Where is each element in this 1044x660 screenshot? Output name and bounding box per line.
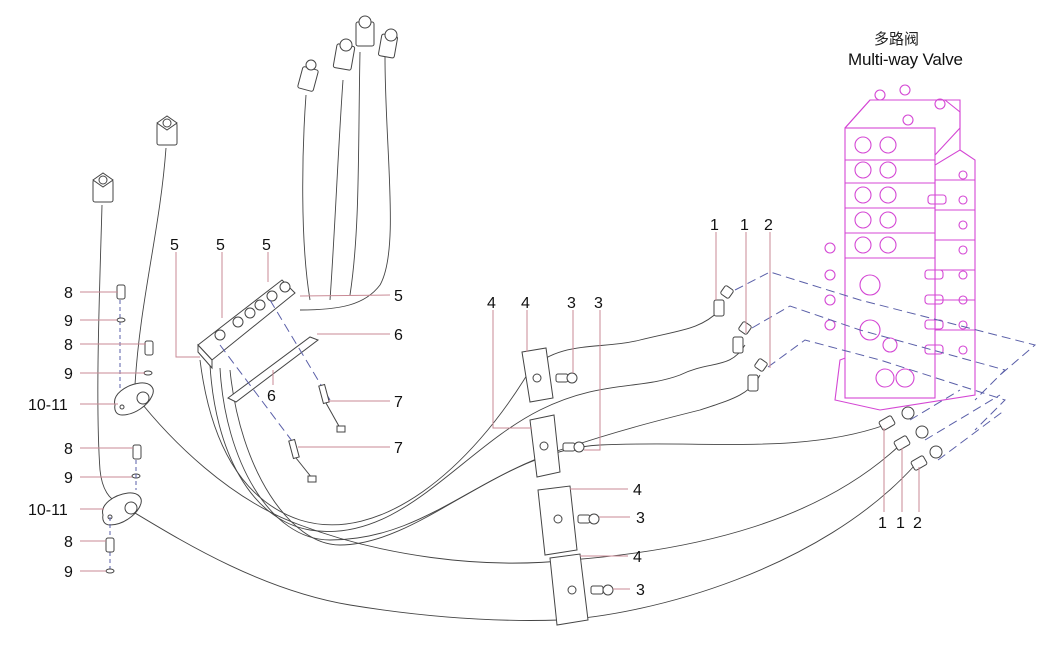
title-chinese: 多路阀 bbox=[874, 30, 920, 48]
callout-3: 3 bbox=[594, 295, 603, 312]
fitting-hex-icon bbox=[297, 59, 319, 92]
hose-clamp-block bbox=[197, 279, 296, 370]
elbow-fitting-1b bbox=[732, 321, 752, 354]
bracket-4-c bbox=[537, 485, 600, 556]
leader-lines bbox=[80, 232, 920, 590]
callout-2: 2 bbox=[913, 515, 922, 532]
callout-labels: 5 5 5 5 6 6 7 7 8 9 8 9 10-11 8 9 10-11 … bbox=[28, 217, 922, 599]
callout-4: 4 bbox=[633, 549, 642, 566]
straight-fitting-1b bbox=[893, 425, 929, 451]
callout-2: 2 bbox=[764, 217, 773, 234]
callout-7: 7 bbox=[394, 440, 403, 457]
callout-5: 5 bbox=[262, 237, 271, 254]
callout-10-11: 10-11 bbox=[28, 397, 68, 414]
callout-4: 4 bbox=[521, 295, 530, 312]
callout-7: 7 bbox=[394, 394, 403, 411]
callout-8: 8 bbox=[64, 337, 73, 354]
elbow-fitting-2 bbox=[747, 358, 768, 392]
fitting-hex-icon bbox=[355, 15, 375, 47]
callout-8: 8 bbox=[64, 534, 73, 551]
callout-1: 1 bbox=[710, 217, 719, 234]
bracket-4-d bbox=[549, 553, 614, 626]
valve-section-lines bbox=[845, 159, 975, 331]
fitting-hex-icon bbox=[332, 38, 356, 71]
callout-1: 1 bbox=[740, 217, 749, 234]
bracket-4-a bbox=[521, 347, 578, 403]
straight-fitting-2 bbox=[910, 445, 943, 471]
callout-3: 3 bbox=[567, 295, 576, 312]
fitting-hex-icon bbox=[92, 172, 114, 203]
callout-9: 9 bbox=[64, 470, 73, 487]
elbow-fitting-1a bbox=[713, 285, 734, 317]
callout-3: 3 bbox=[636, 510, 645, 527]
callout-10-11: 10-11 bbox=[28, 502, 68, 519]
callout-4: 4 bbox=[487, 295, 496, 312]
callout-8: 8 bbox=[64, 441, 73, 458]
clamp-10-11-lower bbox=[102, 444, 142, 574]
valve-ports-column-left bbox=[854, 136, 915, 388]
callout-1: 1 bbox=[896, 515, 905, 532]
bracket-4-b bbox=[529, 414, 585, 478]
title-english: Multi-way Valve bbox=[848, 50, 963, 69]
callout-6: 6 bbox=[267, 388, 276, 405]
callout-4: 4 bbox=[633, 482, 642, 499]
callout-5: 5 bbox=[394, 288, 403, 305]
callout-6: 6 bbox=[394, 327, 403, 344]
bolt-7-upper bbox=[269, 299, 346, 433]
hoses bbox=[97, 51, 916, 621]
valve-side-fittings bbox=[824, 84, 968, 355]
callout-5: 5 bbox=[216, 237, 225, 254]
callout-9: 9 bbox=[64, 366, 73, 383]
callout-9: 9 bbox=[64, 564, 73, 581]
multi-way-valve bbox=[824, 84, 976, 411]
fitting-hex-icon bbox=[156, 115, 178, 146]
bolt-7-lower bbox=[219, 344, 317, 483]
hose-end-fittings bbox=[92, 15, 398, 203]
callout-9: 9 bbox=[64, 313, 73, 330]
fitting-hex-icon bbox=[378, 28, 398, 59]
callout-8: 8 bbox=[64, 285, 73, 302]
straight-fitting-1a bbox=[878, 406, 915, 431]
callout-3: 3 bbox=[636, 582, 645, 599]
connection-centerlines bbox=[734, 271, 1037, 461]
callout-5: 5 bbox=[170, 237, 179, 254]
clamp-10-11-upper bbox=[114, 284, 154, 416]
callout-1: 1 bbox=[878, 515, 887, 532]
